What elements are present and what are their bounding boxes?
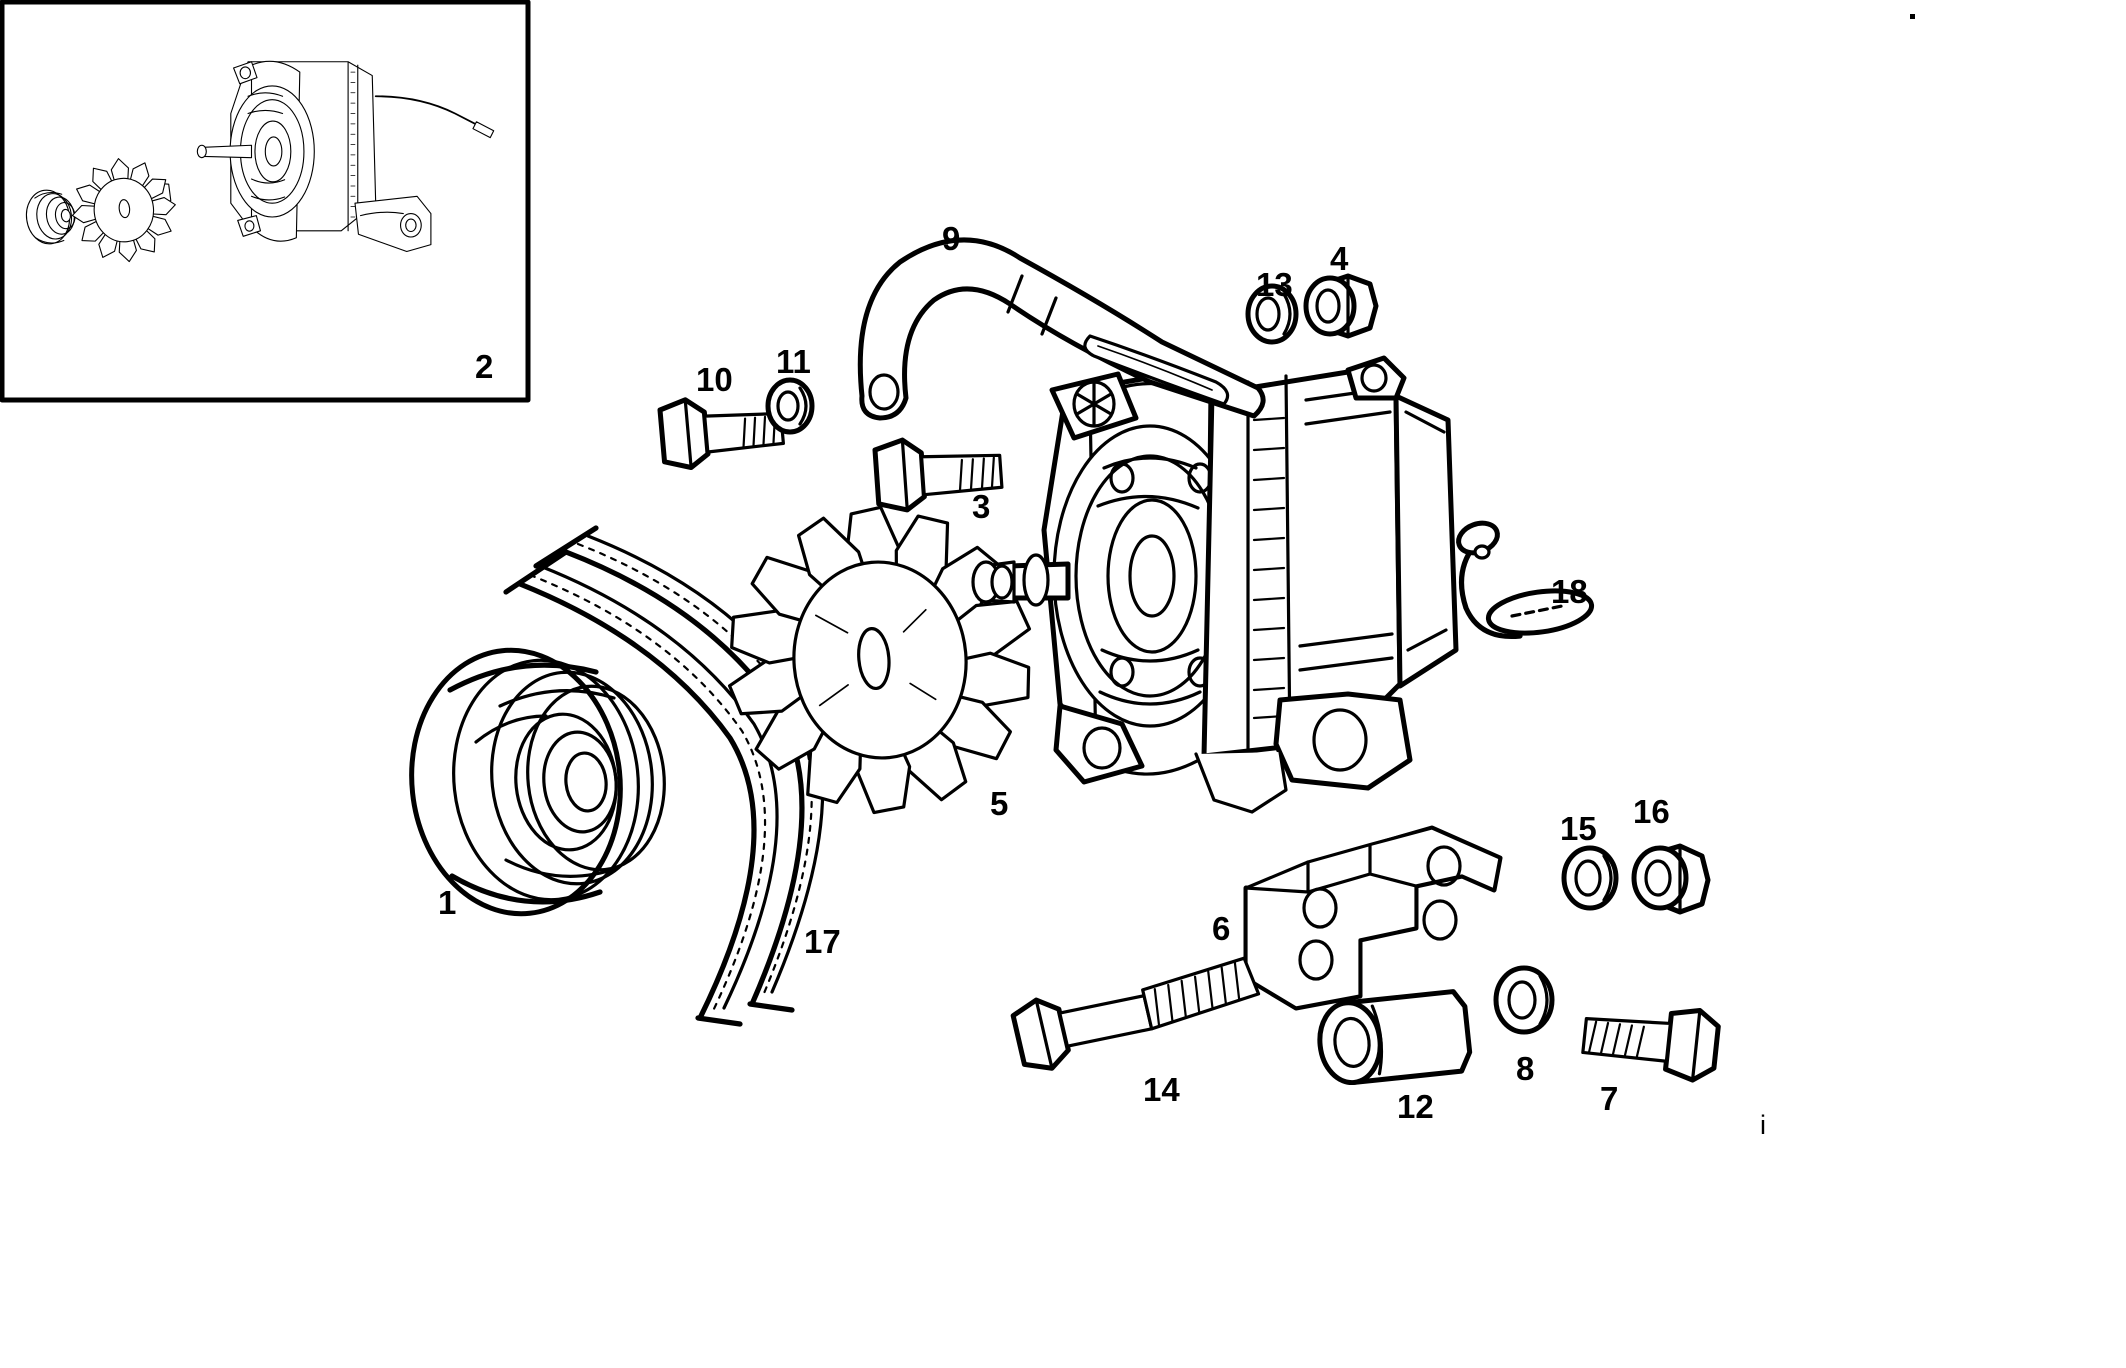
callout-15: 15 xyxy=(1560,810,1597,847)
callout-3: 3 xyxy=(972,488,991,525)
callout-11: 11 xyxy=(776,343,811,380)
inset-alternator-assembly xyxy=(25,60,495,263)
part-nut-4 xyxy=(1303,273,1379,339)
part-alternator-body xyxy=(971,355,1459,814)
callout-9: 9 xyxy=(942,220,961,257)
scan-speck-artifact xyxy=(1910,14,1915,19)
part-washer-15 xyxy=(1561,845,1619,911)
callout-1: 1 xyxy=(438,884,457,921)
callout-8: 8 xyxy=(1516,1050,1535,1087)
callout-4: 4 xyxy=(1330,240,1349,277)
part-nut-16 xyxy=(1631,843,1711,915)
callout-13: 13 xyxy=(1256,266,1293,303)
callout-2: 2 xyxy=(475,348,494,385)
part-bolt-3 xyxy=(872,437,1004,513)
callout-7: 7 xyxy=(1600,1080,1619,1117)
part-adjusting-strap xyxy=(857,237,1266,421)
part-cooling-fan xyxy=(727,505,1032,815)
inset-pulley xyxy=(25,189,76,245)
part-washer-13 xyxy=(1245,283,1299,345)
inset-alternator-body xyxy=(196,60,495,253)
part-bolt-10 xyxy=(657,397,785,471)
callout-16: 16 xyxy=(1633,793,1670,830)
callout-6: 6 xyxy=(1212,910,1231,947)
callout-17: 17 xyxy=(804,923,841,960)
callout-18: 18 xyxy=(1551,573,1588,610)
callout-5: 5 xyxy=(990,785,1009,822)
part-bolt-7 xyxy=(1581,1007,1721,1083)
part-washer-11 xyxy=(765,377,815,435)
part-wire-lead xyxy=(1456,520,1595,640)
part-washer-8 xyxy=(1493,965,1555,1035)
part-mounting-bracket xyxy=(1243,825,1503,1011)
part-drive-pulley xyxy=(409,647,666,917)
callout-14: 14 xyxy=(1143,1071,1180,1108)
part-bolt-14 xyxy=(1010,956,1261,1071)
inset-fan xyxy=(71,158,176,263)
callout-10: 10 xyxy=(696,361,733,398)
callout-12: 12 xyxy=(1397,1088,1434,1125)
scan-stray-mark-artifact: i xyxy=(1760,1110,1766,1140)
part-spacer-sleeve xyxy=(1317,989,1473,1086)
